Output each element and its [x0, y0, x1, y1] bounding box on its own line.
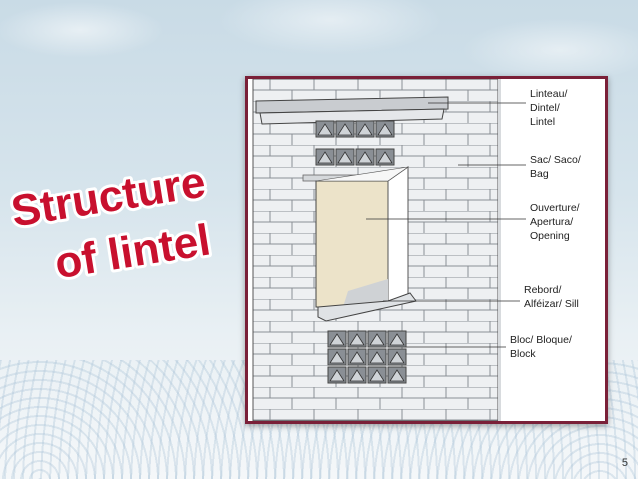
page-number: 5 [621, 457, 628, 469]
lintel-beam [255, 96, 449, 125]
label-sill: Rebord/ Alféizar/ Sill [524, 284, 579, 310]
label-bag: Sac/ Saco/ Bag [530, 154, 584, 180]
leader-lines [366, 102, 526, 348]
slide-title: Structure of lintel [5, 154, 217, 291]
label-opening: Ouverture/ Apertura/ Opening [530, 202, 583, 242]
label-lintel: Linteau/ Dintel/ Lintel [530, 88, 570, 128]
opening [315, 166, 409, 308]
lintel-diagram: Linteau/ Dintel/ Lintel Sac/ Saco/ Bag O… [245, 76, 608, 424]
label-block: Bloc/ Bloque/ Block [510, 334, 575, 360]
